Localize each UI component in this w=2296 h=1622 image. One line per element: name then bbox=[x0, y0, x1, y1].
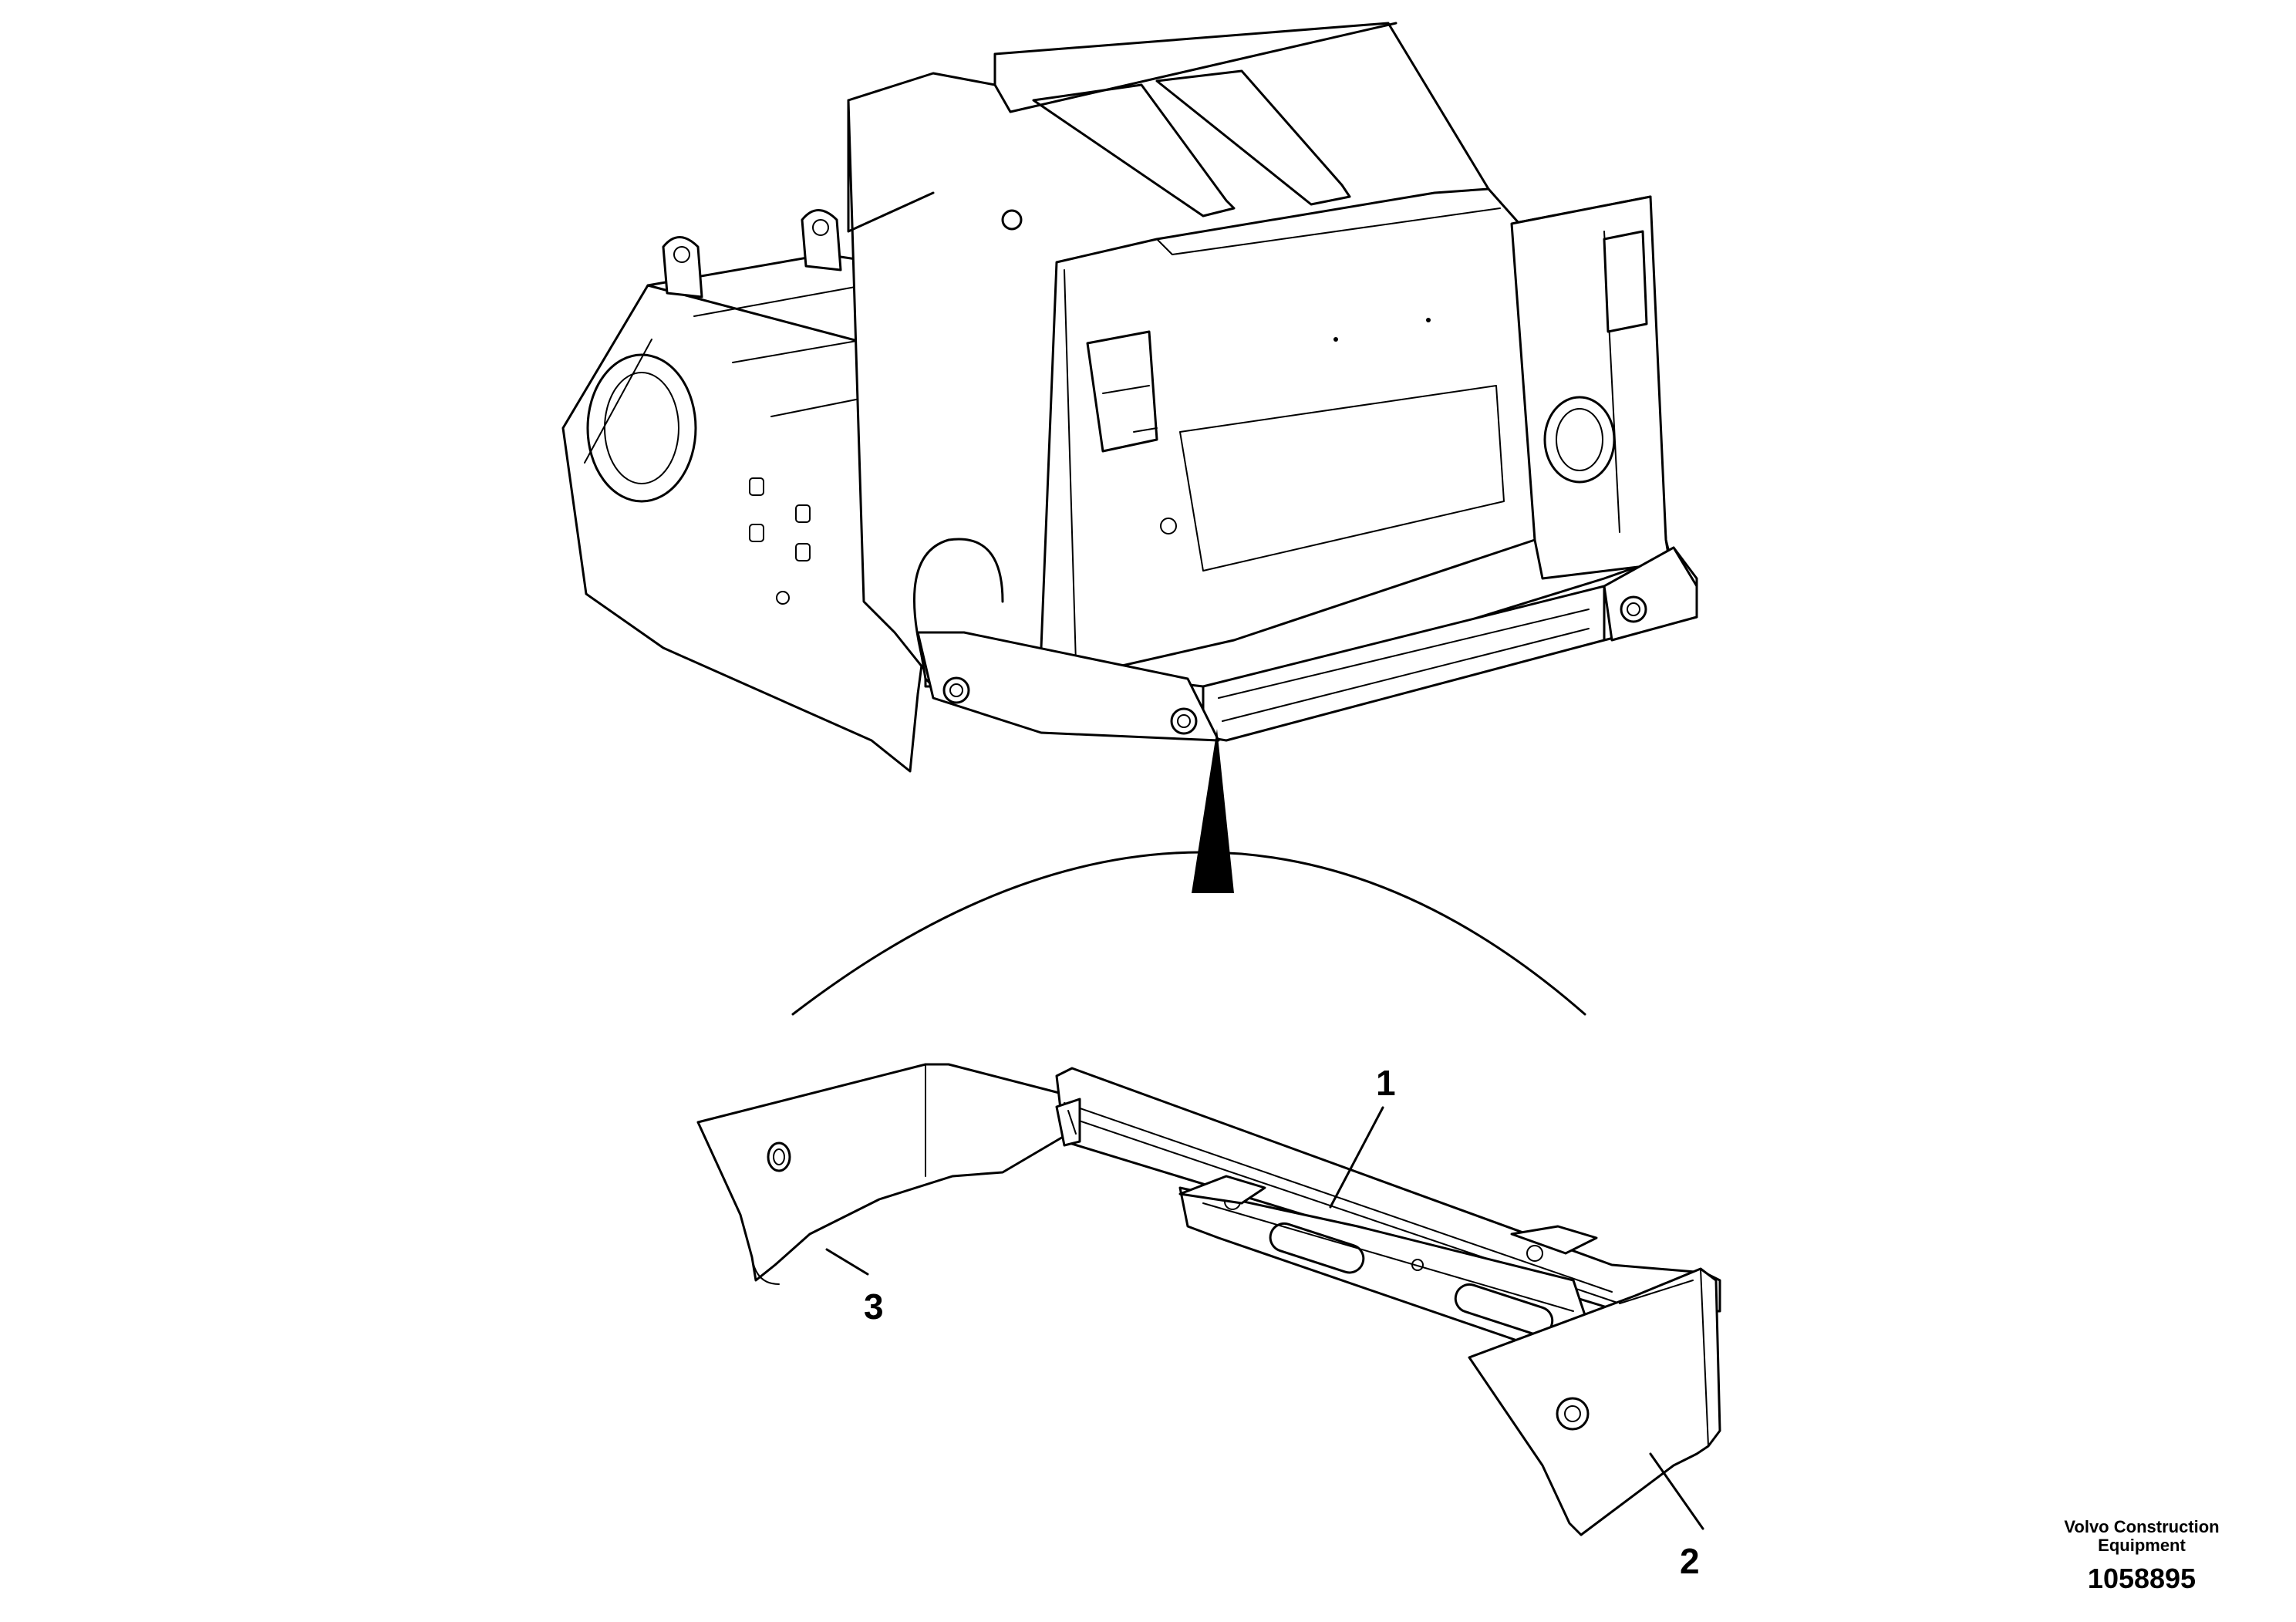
drawing-number: 1058895 bbox=[2087, 1563, 2197, 1594]
callout-1: 1 bbox=[1376, 1063, 1396, 1103]
callout-3: 3 bbox=[864, 1286, 884, 1327]
detail-pointer-arrow bbox=[1192, 729, 1234, 893]
callout-leaders bbox=[825, 1106, 1704, 1530]
brand-block: Volvo Construction Equipment 1058895 bbox=[2041, 1518, 2242, 1595]
detail-view-arc bbox=[791, 851, 1586, 1016]
callout-2: 2 bbox=[1680, 1541, 1700, 1581]
bumper-parts-exploded bbox=[696, 1063, 1721, 1536]
rear-bumper-assembly bbox=[916, 546, 1698, 742]
part-3-left-plate bbox=[696, 1063, 1070, 1282]
brand-name: Volvo Construction Equipment bbox=[2064, 1517, 2220, 1555]
machine-frame-assembly bbox=[561, 22, 1671, 773]
